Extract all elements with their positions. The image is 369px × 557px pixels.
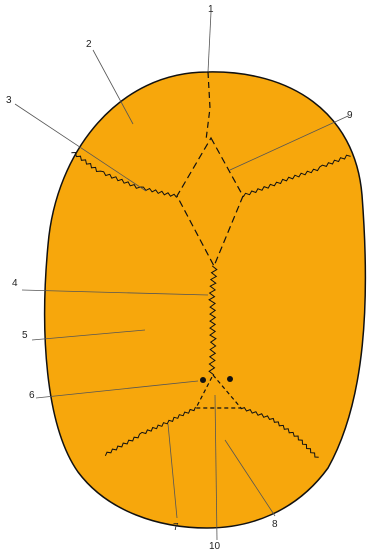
label-10: 10 [209, 541, 221, 552]
label-8: 8 [272, 519, 278, 530]
skull-outline [45, 72, 366, 528]
leader-line-1 [208, 12, 211, 72]
label-3: 3 [6, 95, 12, 106]
parietal-foramen-left [200, 377, 206, 383]
label-7: 7 [173, 522, 179, 533]
label-2: 2 [86, 39, 92, 50]
label-6: 6 [29, 390, 35, 401]
label-1: 1 [208, 4, 214, 15]
label-5: 5 [22, 330, 28, 341]
label-9: 9 [347, 110, 353, 121]
parietal-foramen-right [227, 376, 233, 382]
label-4: 4 [12, 278, 18, 289]
